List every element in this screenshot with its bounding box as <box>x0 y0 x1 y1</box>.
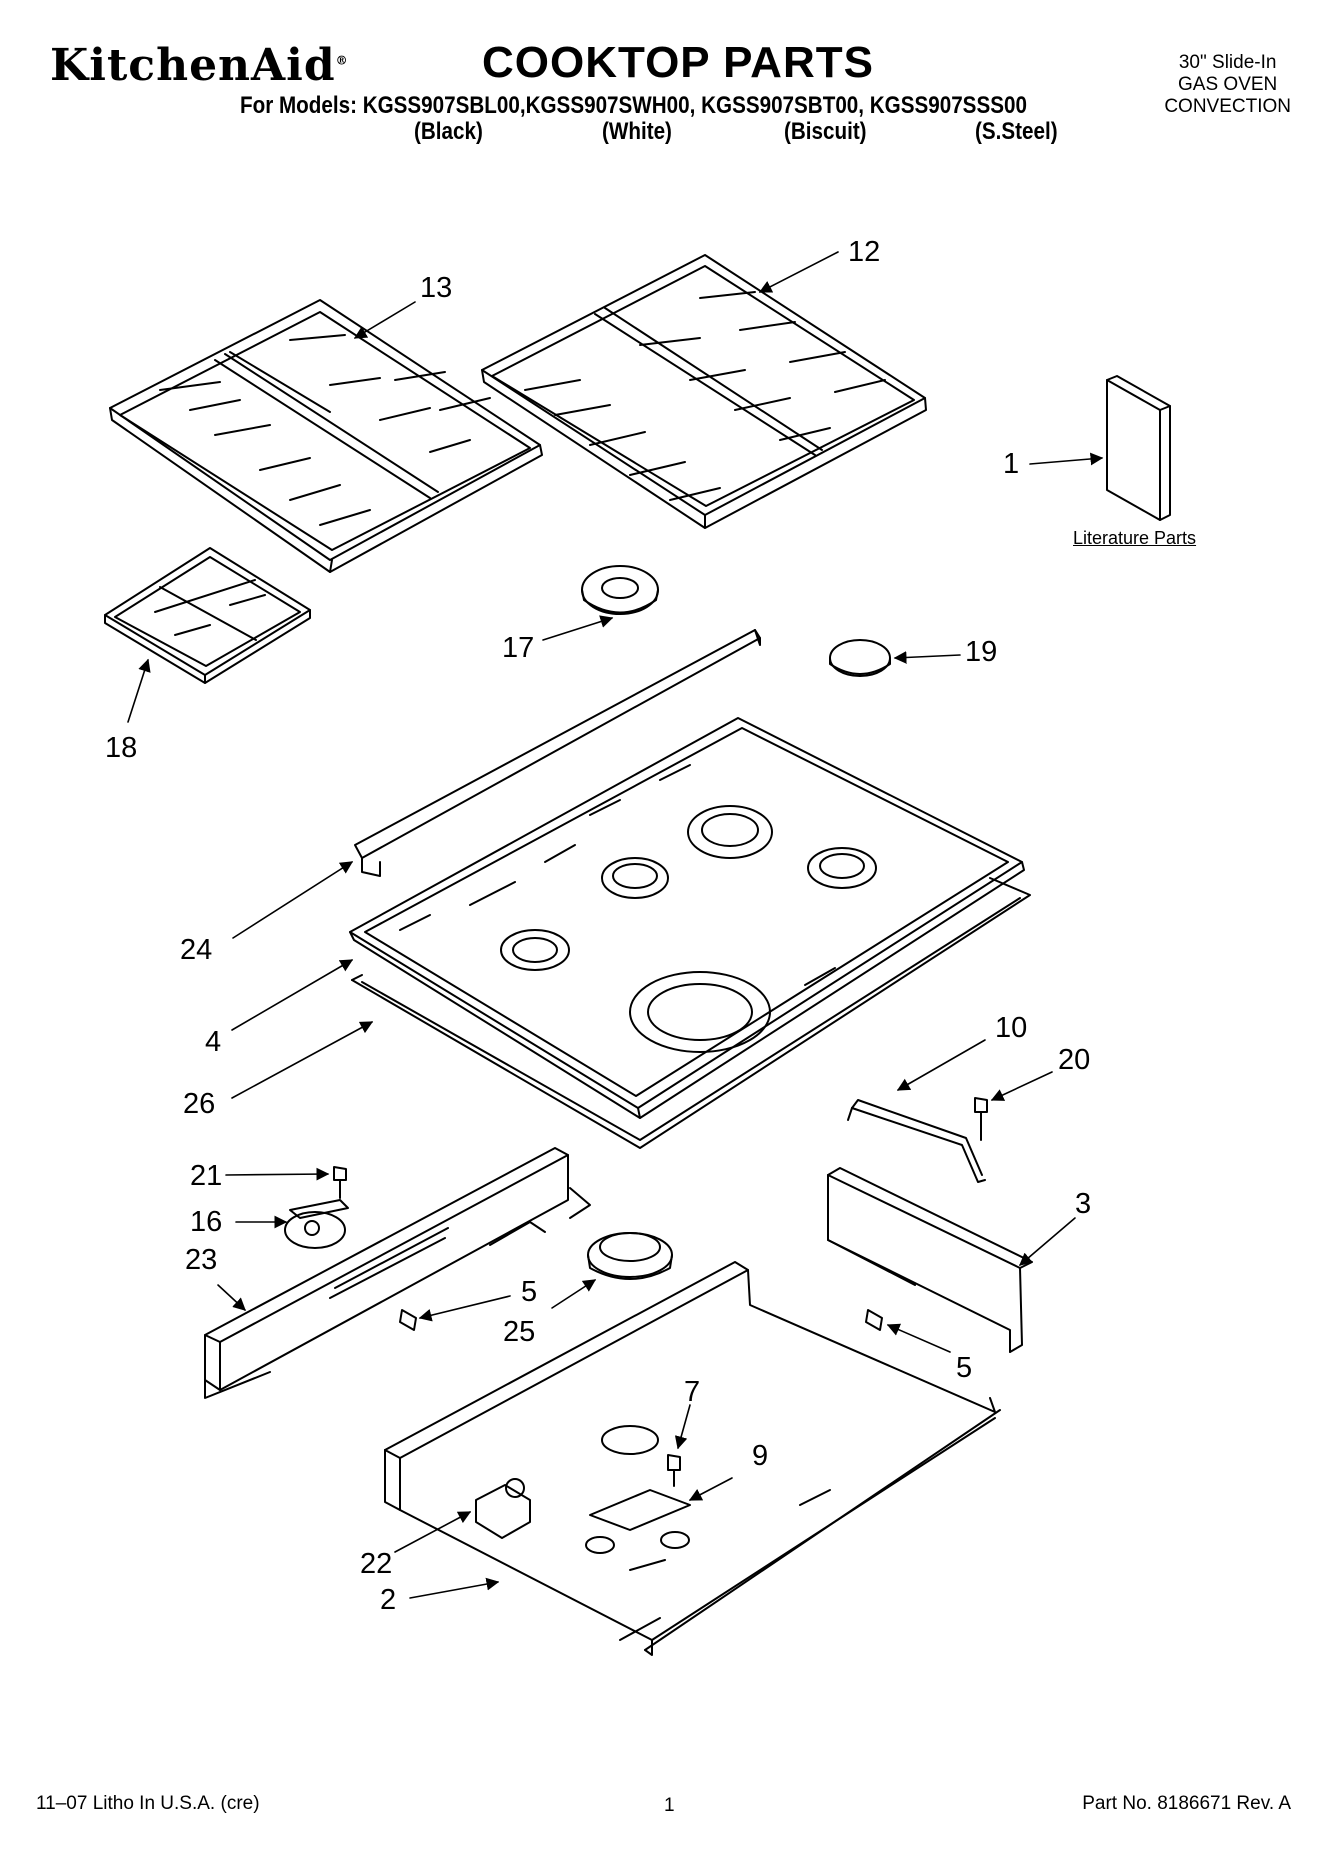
callout-21: 21 <box>190 1160 223 1192</box>
callout-13: 13 <box>420 272 453 304</box>
footer-print-info: 11–07 Litho In U.S.A. (cre) <box>36 1793 260 1814</box>
callout-5a: 5 <box>521 1276 538 1308</box>
burner-ring-part <box>581 565 659 615</box>
color-label-steel: (S.Steel) <box>975 118 1058 145</box>
callout-24: 24 <box>180 934 213 966</box>
cooktop-top-part <box>349 717 1025 1119</box>
leader-25 <box>551 1279 597 1309</box>
callout-25: 25 <box>503 1316 536 1348</box>
callout-3: 3 <box>1075 1188 1092 1220</box>
burner-base-part <box>587 1232 673 1280</box>
leader-7 <box>674 1404 691 1450</box>
leader-1 <box>1029 452 1104 466</box>
callout-22: 22 <box>360 1548 393 1580</box>
valve-part-22 <box>475 1478 531 1539</box>
callout-4: 4 <box>205 1026 222 1058</box>
leader-24 <box>232 861 354 939</box>
leader-4 <box>231 959 354 1031</box>
callout-18: 18 <box>105 732 138 764</box>
leader-3 <box>1019 1217 1076 1266</box>
gasket-part <box>351 877 1031 1149</box>
literature-parts-label: Literature Parts <box>1073 528 1197 548</box>
callout-10: 10 <box>995 1012 1028 1044</box>
screw-part-20 <box>974 1097 988 1141</box>
leader-5b <box>886 1323 951 1353</box>
burner-cap-part <box>829 639 891 677</box>
leader-18 <box>127 658 151 723</box>
literature-booklet-part <box>1106 375 1171 521</box>
right-grate-part <box>481 254 927 529</box>
callout-17: 17 <box>502 632 535 664</box>
leader-19 <box>893 651 961 664</box>
leader-26 <box>231 1021 374 1099</box>
callout-12: 12 <box>848 236 881 268</box>
leader-22 <box>394 1511 472 1553</box>
leader-9 <box>688 1477 733 1501</box>
leader-10 <box>896 1039 986 1091</box>
leader-23 <box>217 1284 246 1311</box>
screw-part-5b <box>865 1309 883 1331</box>
callout-23: 23 <box>185 1244 218 1276</box>
valve-clip-part <box>284 1199 349 1249</box>
base-pan-part <box>384 1261 1001 1656</box>
page-title: COOKTOP PARTS <box>482 38 874 87</box>
leader-17 <box>542 615 614 641</box>
model-list: For Models: KGSS907SBL00,KGSS907SWH00, K… <box>240 92 1027 119</box>
brand-logo: KitchenAid® <box>50 40 349 91</box>
screw-part-7 <box>667 1454 681 1487</box>
left-rail-part <box>204 1147 591 1399</box>
leader-2 <box>409 1577 500 1599</box>
leader-13 <box>353 301 416 339</box>
appliance-type: 30" Slide-In GAS OVEN CONVECTION <box>1164 52 1291 117</box>
callout-20: 20 <box>1058 1044 1091 1076</box>
right-rail-part <box>827 1167 1033 1353</box>
leader-12 <box>758 251 839 293</box>
color-label-biscuit: (Biscuit) <box>784 118 867 145</box>
screw-part-21 <box>333 1166 347 1199</box>
leader-20 <box>990 1071 1053 1101</box>
bracket-part <box>847 1099 986 1183</box>
callout-9: 9 <box>752 1440 769 1472</box>
small-grate-part <box>104 547 311 684</box>
color-label-black: (Black) <box>414 118 483 145</box>
callout-1: 1 <box>1003 448 1020 480</box>
part-number: Part No. 8186671 Rev. A <box>1082 1793 1291 1814</box>
callout-5b: 5 <box>956 1352 973 1384</box>
screw-part-5a <box>399 1309 417 1331</box>
page-number: 1 <box>664 1795 675 1816</box>
leader-21 <box>225 1167 330 1181</box>
color-label-white: (White) <box>602 118 672 145</box>
callout-2: 2 <box>380 1584 397 1616</box>
left-grate-part <box>109 299 543 573</box>
callout-19: 19 <box>965 636 998 668</box>
leader-5a <box>418 1295 511 1322</box>
rear-trim-part <box>354 629 761 877</box>
callout-26: 26 <box>183 1088 216 1120</box>
callout-7: 7 <box>684 1376 701 1408</box>
callout-16: 16 <box>190 1206 223 1238</box>
